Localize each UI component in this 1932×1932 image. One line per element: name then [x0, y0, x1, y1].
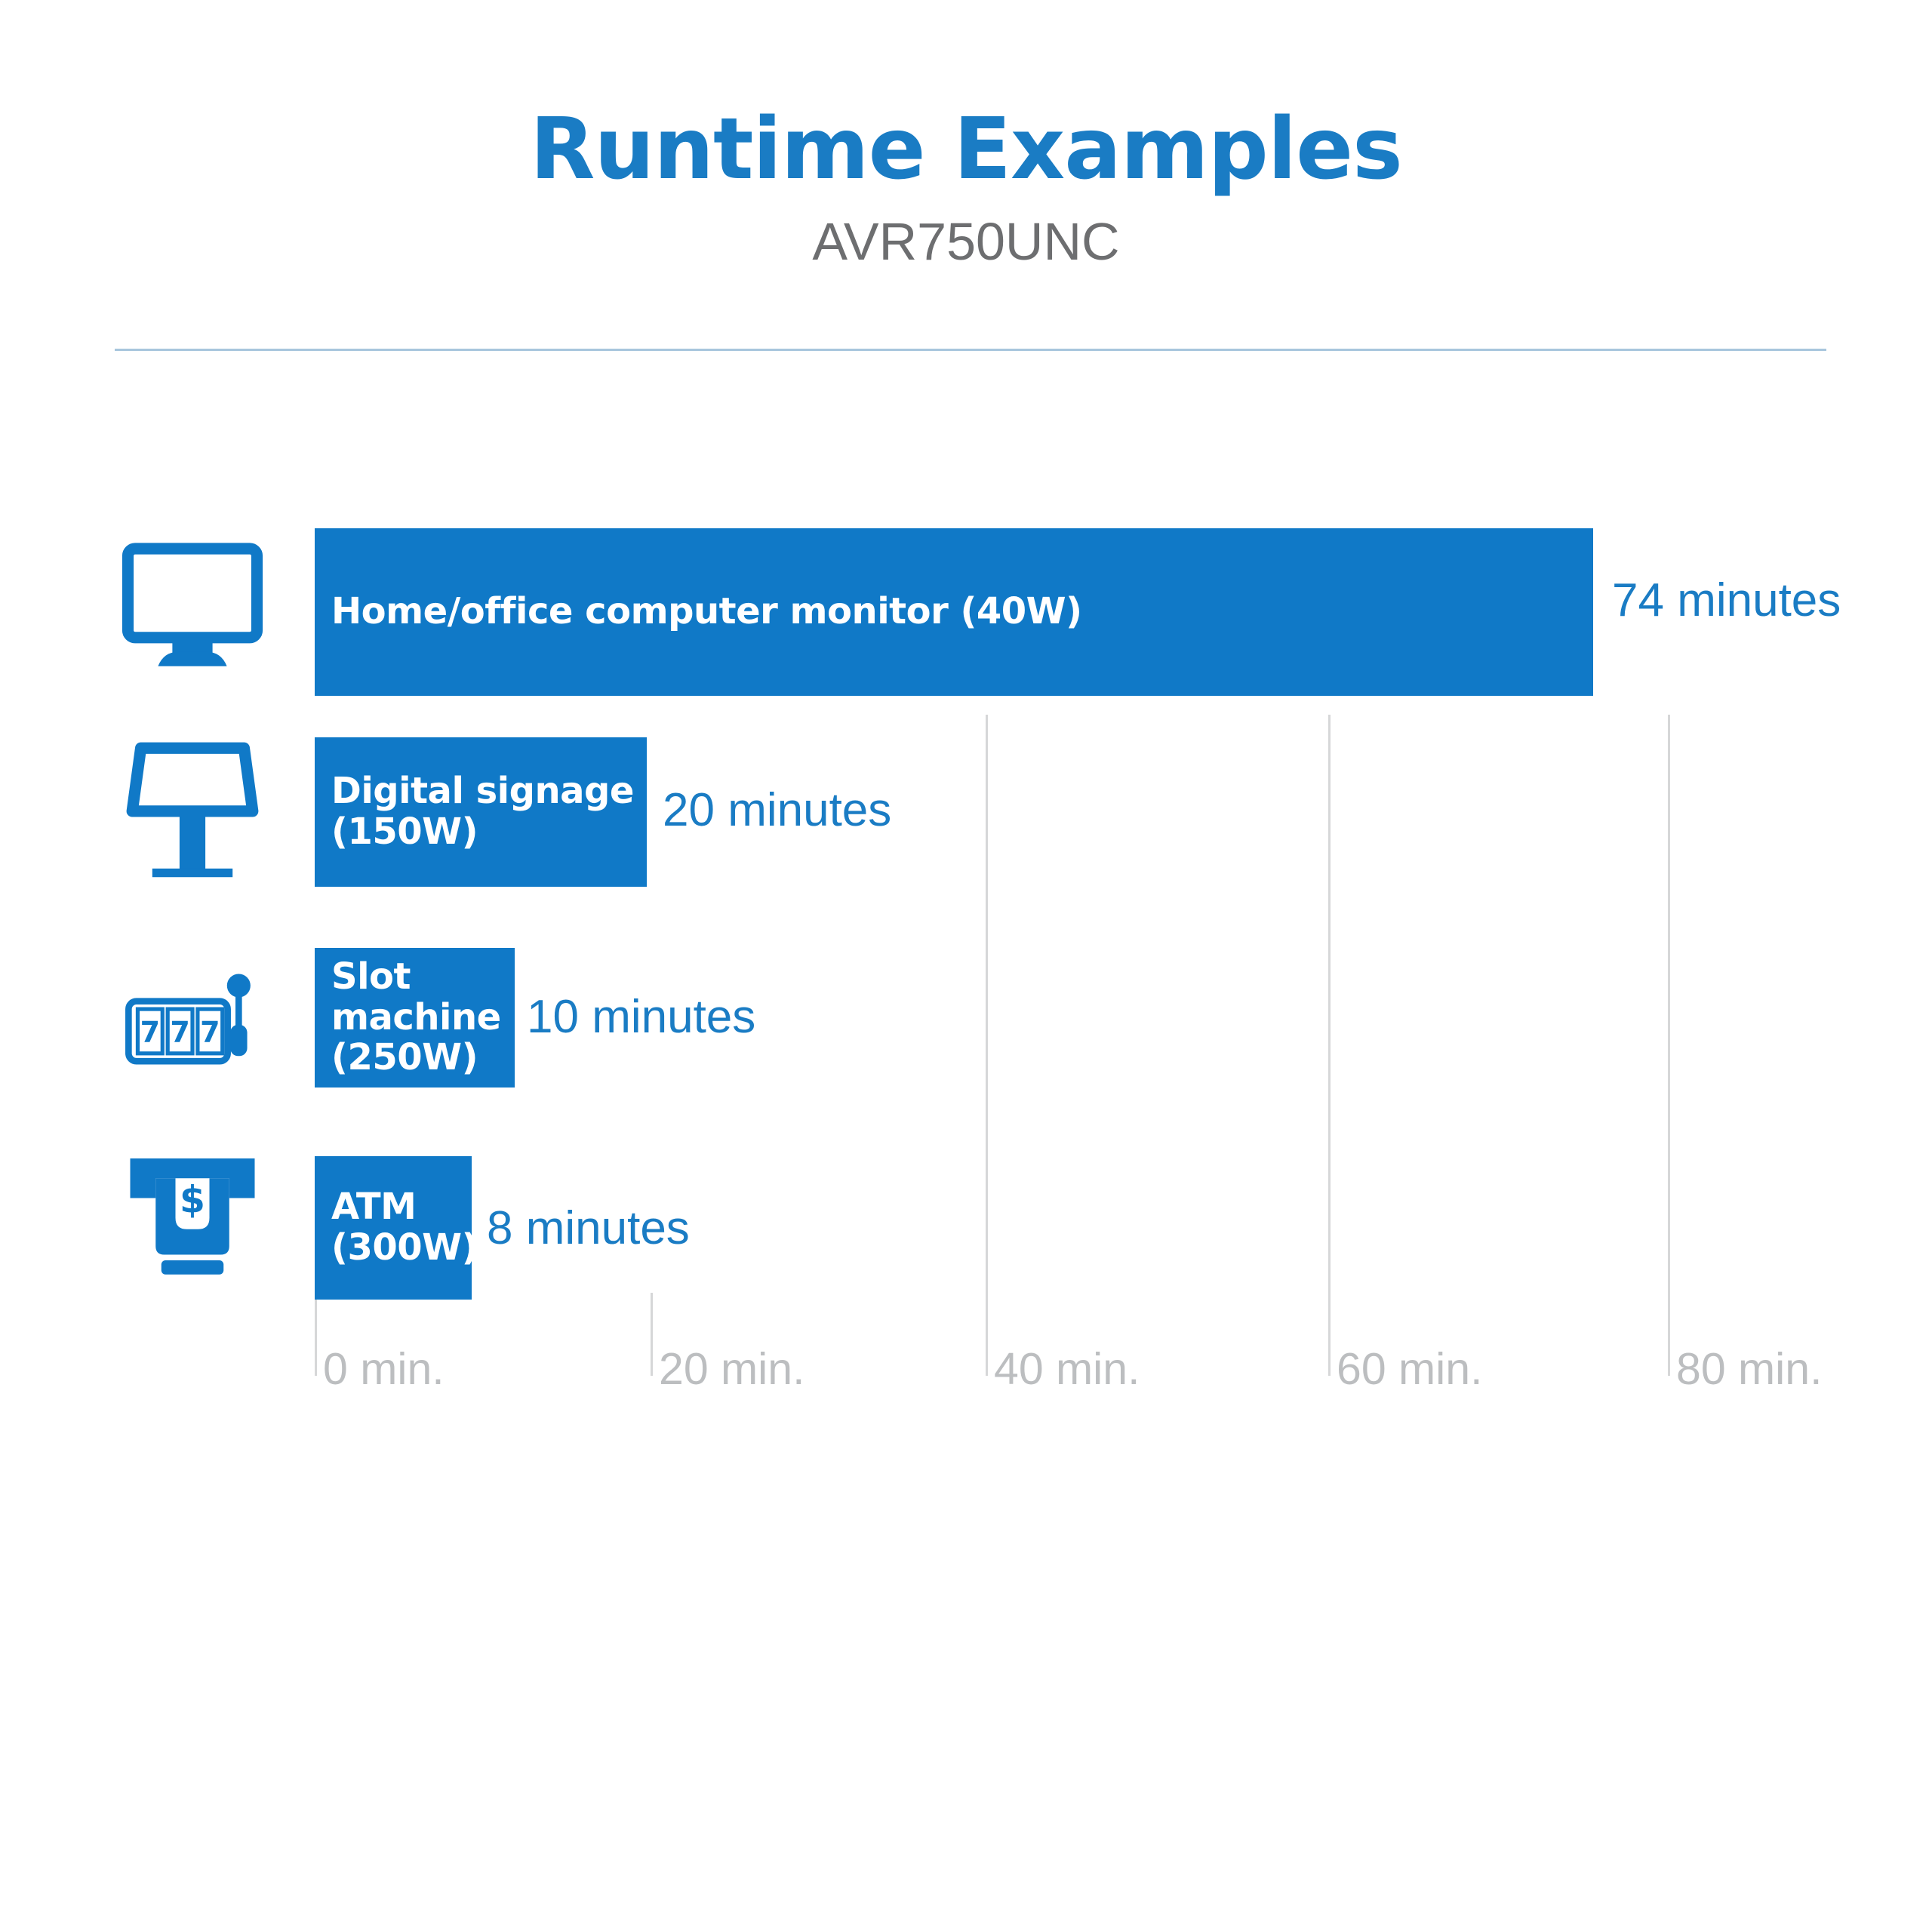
- tick-label-0min: 0 min.: [323, 1344, 445, 1394]
- bar-label-monitor: Home/office computer monitor (40W): [331, 590, 1082, 633]
- gridline-60min: [1328, 715, 1331, 1376]
- value-label-digital-signage: 20 minutes: [663, 784, 892, 836]
- bar-digital-signage[interactable]: Digital signage (150W): [315, 737, 647, 887]
- svg-text:7: 7: [140, 1015, 160, 1048]
- slot-machine-icon: 7 7 7: [121, 972, 264, 1089]
- value-label-monitor: 74 minutes: [1612, 574, 1841, 626]
- gridline-0min: [315, 1293, 317, 1376]
- bar-label-slot-machine: Slot machine (250W): [331, 955, 501, 1079]
- tick-label-20min: 20 min.: [659, 1344, 805, 1394]
- gridline-40min: [986, 715, 988, 1376]
- bar-atm[interactable]: ATM (300W): [315, 1156, 478, 1300]
- page-title: Runtime Examples: [530, 100, 1403, 198]
- bar-slot-machine[interactable]: Slot machine (250W): [315, 948, 515, 1088]
- monitor-icon: [121, 534, 264, 681]
- gridline-80min: [1668, 715, 1670, 1376]
- svg-text:7: 7: [200, 1015, 220, 1048]
- value-label-atm: 8 minutes: [487, 1202, 690, 1254]
- tick-label-60min: 60 min.: [1337, 1344, 1483, 1394]
- header-divider: [115, 349, 1826, 351]
- gridline-20min: [651, 1293, 653, 1376]
- tick-label-40min: 40 min.: [994, 1344, 1140, 1394]
- chart-header: Runtime Examples AVR750UNC: [0, 0, 1932, 269]
- svg-text:7: 7: [170, 1015, 189, 1048]
- tick-label-80min: 80 min.: [1676, 1344, 1823, 1394]
- digital-signage-icon: [121, 734, 264, 888]
- bar-label-digital-signage: Digital signage (150W): [331, 770, 634, 853]
- bar-label-atm: ATM (300W): [331, 1186, 478, 1269]
- svg-text:$: $: [180, 1179, 205, 1221]
- page-subtitle: AVR750UNC: [812, 211, 1120, 271]
- atm-icon: $: [121, 1147, 264, 1287]
- value-label-slot-machine: 10 minutes: [527, 991, 756, 1043]
- bar-monitor[interactable]: Home/office computer monitor (40W): [315, 528, 1593, 696]
